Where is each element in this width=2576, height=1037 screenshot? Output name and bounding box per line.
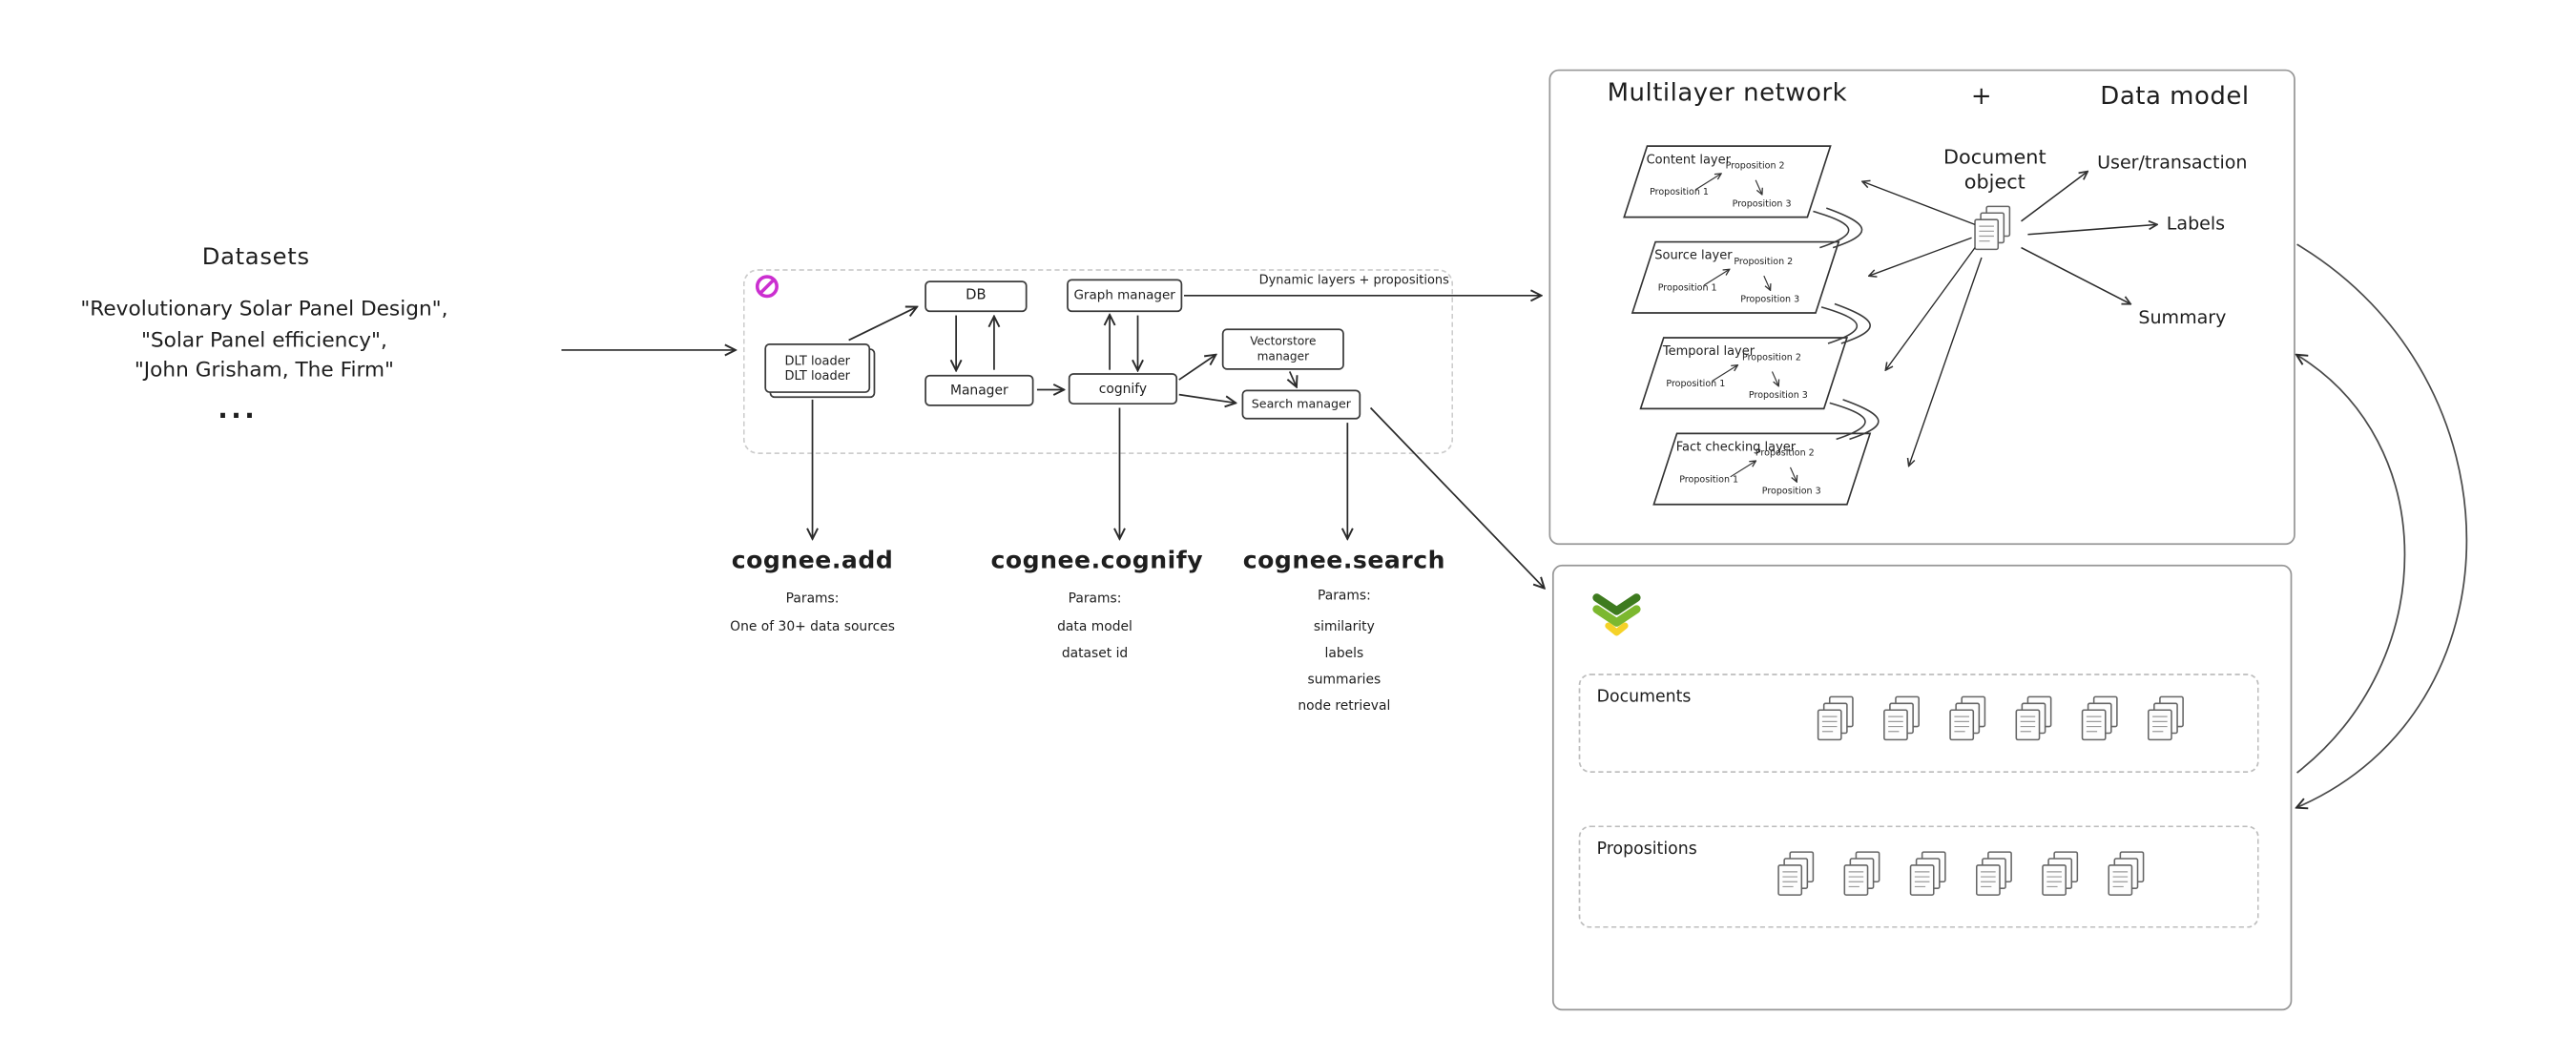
prohibition-icon bbox=[755, 275, 779, 299]
document-stack-icon bbox=[1815, 695, 1858, 748]
document-stack-icon bbox=[2079, 695, 2122, 748]
output-summary: Summary bbox=[2138, 306, 2227, 329]
output-labels: Labels bbox=[2166, 213, 2226, 235]
document-stack-icon bbox=[2013, 695, 2056, 748]
dataset-line: "John Grisham, The Firm" bbox=[134, 356, 395, 382]
document-stack-icon bbox=[1880, 695, 1923, 748]
layer-temporal: Temporal layer Proposition 1 Proposition… bbox=[1639, 337, 1849, 410]
proposition-stack-icon bbox=[1907, 850, 1950, 902]
dataset-line: "Solar Panel efficiency", bbox=[140, 325, 387, 351]
api-search-param: summaries bbox=[1307, 672, 1381, 688]
proposition-stack-icon bbox=[2040, 850, 2083, 902]
layer-source: Source layer Proposition 1 Proposition 2… bbox=[1631, 240, 1840, 314]
multilayer-title: Multilayer network bbox=[1607, 77, 1848, 108]
vectorstore-label-1: Vectorstore bbox=[1250, 334, 1317, 348]
documents-label: Documents bbox=[1596, 688, 1692, 707]
vectorstore-manager-node: Vectorstore manager bbox=[1221, 328, 1344, 370]
api-cognify-title: cognee.cognify bbox=[990, 548, 1204, 575]
proposition-label: Proposition 3 bbox=[1761, 487, 1821, 497]
search-manager-node: Search manager bbox=[1241, 389, 1361, 420]
propositions-label: Propositions bbox=[1596, 840, 1697, 860]
api-add-params-label: Params: bbox=[785, 591, 840, 607]
weaviate-logo-icon bbox=[1589, 588, 1645, 640]
data-model-title: Data model bbox=[2100, 80, 2250, 111]
curve-panels-inner bbox=[2297, 355, 2406, 774]
db-node-label: DB bbox=[966, 287, 987, 304]
documents-stacks bbox=[1815, 695, 2188, 748]
dlt-loader-label-bottom: DLT loader bbox=[784, 367, 851, 384]
api-add-param: One of 30+ data sources bbox=[730, 619, 895, 634]
proposition-label: Proposition 1 bbox=[1679, 475, 1739, 486]
vectorstore-label-2: manager bbox=[1257, 349, 1310, 363]
datasets-title: Datasets bbox=[201, 244, 310, 271]
proposition-label: Proposition 2 bbox=[1755, 448, 1815, 460]
api-search-title: cognee.search bbox=[1242, 548, 1446, 575]
propositions-container: Propositions bbox=[1578, 825, 2259, 928]
dynamic-layers-arrow-label: Dynamic layers + propositions bbox=[1258, 272, 1449, 288]
cognify-label: cognify bbox=[1098, 380, 1148, 396]
proposition-label: Proposition 2 bbox=[1741, 353, 1801, 363]
layer-internal-arrows bbox=[1703, 242, 1826, 312]
dlt-loader-node: DLT loader DLT loader bbox=[764, 343, 871, 393]
layer-internal-arrows bbox=[1695, 147, 1818, 217]
api-search-param: labels bbox=[1324, 645, 1364, 661]
layer-content: Content layer Proposition 1 Proposition … bbox=[1623, 145, 1832, 218]
proposition-label: Proposition 2 bbox=[1734, 258, 1794, 268]
document-stack-icon bbox=[2145, 695, 2188, 748]
api-cognify-param: data model bbox=[1057, 619, 1132, 634]
api-cognify-params-label: Params: bbox=[1068, 591, 1122, 607]
api-add-title: cognee.add bbox=[731, 548, 894, 575]
manager-label: Manager bbox=[949, 382, 1008, 398]
proposition-stack-icon bbox=[2106, 850, 2149, 902]
layer-internal-arrows bbox=[1712, 339, 1835, 408]
proposition-label: Proposition 3 bbox=[1748, 391, 1808, 402]
db-node: DB bbox=[924, 280, 1028, 313]
search-manager-label: Search manager bbox=[1251, 397, 1351, 412]
document-object-label-2: object bbox=[1963, 170, 2025, 194]
manager-node: Manager bbox=[924, 374, 1034, 406]
proposition-stack-icon bbox=[1841, 850, 1884, 902]
proposition-label: Proposition 3 bbox=[1740, 295, 1800, 306]
documents-container: Documents bbox=[1578, 674, 2259, 774]
dataset-line: "Revolutionary Solar Panel Design", bbox=[80, 295, 448, 321]
proposition-label: Proposition 1 bbox=[1650, 188, 1709, 198]
layer-internal-arrows bbox=[1730, 434, 1858, 504]
document-object-label-1: Document bbox=[1942, 145, 2046, 169]
cognify-node: cognify bbox=[1068, 373, 1178, 405]
dlt-loader-label-top: DLT loader bbox=[784, 352, 851, 368]
document-stack-icon bbox=[1947, 695, 1990, 748]
api-search-param: node retrieval bbox=[1298, 698, 1391, 714]
vector-store-panel bbox=[1551, 564, 2293, 1011]
dataset-list: "Revolutionary Solar Panel Design", "Sol… bbox=[28, 294, 500, 385]
proposition-stack-icon bbox=[1973, 850, 2016, 902]
curve-panels-outer bbox=[2297, 243, 2468, 807]
propositions-stacks bbox=[1776, 850, 2149, 902]
graph-manager-label: Graph manager bbox=[1073, 287, 1175, 302]
api-search-params-label: Params: bbox=[1317, 588, 1371, 603]
proposition-stack-icon bbox=[1776, 850, 1818, 902]
multilayer-plus: + bbox=[1970, 80, 1993, 111]
datasets-ellipsis: ... bbox=[218, 392, 259, 425]
proposition-label: Proposition 3 bbox=[1732, 199, 1792, 210]
api-search-param: similarity bbox=[1313, 619, 1375, 634]
output-user-transaction: User/transaction bbox=[2097, 152, 2248, 174]
graph-manager-node: Graph manager bbox=[1067, 279, 1183, 313]
api-cognify-param: dataset id bbox=[1061, 645, 1129, 661]
proposition-label: Proposition 2 bbox=[1725, 161, 1785, 173]
document-object-icon bbox=[1972, 205, 2015, 258]
layer-fact-checking: Fact checking layer Proposition 1 Propos… bbox=[1652, 432, 1872, 506]
proposition-label: Proposition 1 bbox=[1666, 380, 1726, 390]
proposition-label: Proposition 1 bbox=[1657, 283, 1717, 295]
